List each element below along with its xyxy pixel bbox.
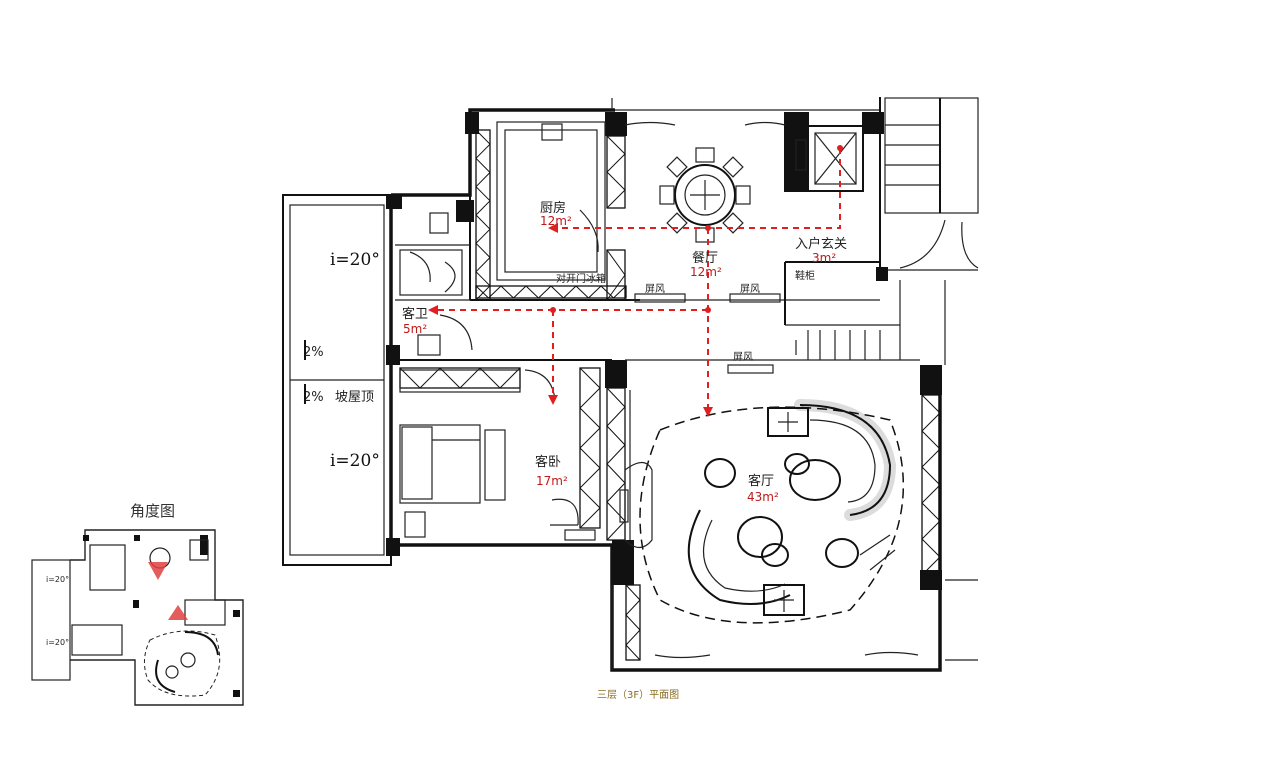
screen-label-2: 屏风 xyxy=(740,283,760,295)
living-name: 客厅 xyxy=(748,473,774,489)
slope-label-bottom: i=20° xyxy=(330,451,380,471)
living-area: 43m² xyxy=(747,490,779,504)
slope-label-top: i=20° xyxy=(330,250,380,270)
plan-caption: 三层（3F）平面图 xyxy=(597,689,679,701)
entry-name: 入户玄关 xyxy=(795,236,847,252)
dining-area: 12m² xyxy=(690,265,722,279)
mini-slope-label-2: i=20° xyxy=(46,638,69,647)
guest-bath-name: 客卫 xyxy=(402,306,428,322)
circulation-route xyxy=(428,145,843,417)
angle-thumbnail: 角度图 i=20° i=20° xyxy=(31,502,244,706)
fridge-label: 对开门冰箱 xyxy=(556,272,606,285)
kitchen-area: 12m² xyxy=(540,214,572,228)
truss-walls xyxy=(399,129,941,661)
screen-label-3: 屏风 xyxy=(733,351,753,363)
pct-label-2: 2% xyxy=(303,390,324,405)
angle-diagram-title: 角度图 xyxy=(130,502,175,520)
mini-slope-label: i=20° xyxy=(46,575,69,584)
sloped-roof-label: 坡屋顶 xyxy=(335,390,374,405)
guest-bath-area: 5m² xyxy=(403,322,427,336)
screen-label-1: 屏风 xyxy=(645,283,665,295)
entry-area: 3m² xyxy=(812,251,836,265)
pct-label-1: 2% xyxy=(303,345,324,360)
dining-name: 餐厅 xyxy=(692,250,718,266)
guest-bed-name: 客卧 xyxy=(535,454,561,470)
guest-bed-area: 17m² xyxy=(536,474,568,488)
interior-partitions xyxy=(391,121,920,670)
kitchen-name: 厨房 xyxy=(540,200,566,216)
shoe-cabinet-label: 鞋柜 xyxy=(795,269,815,282)
structural-columns xyxy=(386,112,942,590)
